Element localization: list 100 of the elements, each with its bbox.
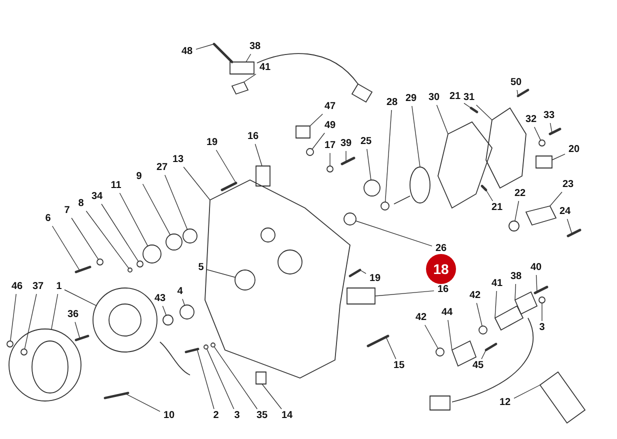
leader-line (86, 210, 130, 269)
leader-line (514, 384, 540, 399)
callout-number: 1 (56, 282, 62, 292)
bolt (534, 286, 548, 294)
leader-line (384, 110, 392, 202)
leader-line (481, 350, 486, 360)
leader-line (552, 154, 566, 160)
seal-ring (380, 202, 390, 210)
bushing (234, 270, 256, 290)
pipe-fitting (346, 288, 376, 304)
stud (20, 348, 28, 356)
callout-number: 21 (491, 203, 503, 213)
bolt (340, 156, 356, 166)
callout-number: 42 (415, 313, 427, 323)
callout-number: 39 (340, 139, 352, 149)
washer (538, 296, 546, 304)
callout-number: 5 (198, 263, 204, 273)
bearing (180, 304, 194, 320)
washer (204, 344, 208, 350)
callout-number: 30 (428, 93, 440, 103)
leader-line (74, 322, 80, 340)
o-ring (306, 148, 314, 156)
leader-line (64, 289, 97, 306)
pipe-fitting (536, 156, 552, 168)
leader-line (206, 269, 236, 278)
bolt (366, 334, 390, 348)
pipe-union (296, 126, 310, 138)
flange (231, 81, 249, 95)
nut (6, 340, 14, 348)
leader-line (119, 192, 148, 246)
callout-number: 44 (441, 308, 453, 318)
callout-badge: 18 (426, 254, 456, 284)
callout-number: 27 (156, 163, 168, 173)
callout-number: 26 (435, 244, 447, 254)
leader-line (182, 298, 186, 306)
callout-number: 42 (469, 291, 481, 301)
bolt (548, 128, 562, 136)
bolt (516, 88, 530, 98)
sensor-body (230, 62, 254, 74)
leader-line (386, 336, 396, 360)
leader-line (246, 54, 252, 62)
leader-line (206, 348, 234, 410)
callout-number: 40 (530, 263, 542, 273)
callout-number: 34 (91, 192, 103, 202)
callout-number: 3 (234, 411, 240, 421)
leader-line (142, 184, 171, 236)
leader-line (214, 346, 258, 410)
gasket (438, 121, 492, 209)
bolt (484, 342, 498, 352)
callout-number: 4 (177, 287, 183, 297)
leader-line (196, 44, 214, 50)
washer (96, 258, 104, 266)
callout-number: 49 (324, 121, 336, 131)
callout-number: 19 (206, 138, 218, 148)
leader-line (312, 132, 325, 150)
o-ring (436, 348, 444, 356)
leader-line (550, 122, 552, 134)
callout-number: 41 (259, 63, 271, 73)
washer (210, 342, 216, 348)
callout-number: 50 (510, 78, 522, 88)
tube (539, 371, 586, 424)
leader-line (262, 384, 282, 410)
callout-number: 22 (514, 189, 526, 199)
callout-number: 13 (172, 155, 184, 165)
leader-line (436, 104, 448, 134)
leader-line (366, 148, 372, 180)
spacer (256, 372, 266, 384)
leader-line (355, 220, 432, 246)
engine-cover (204, 180, 350, 378)
leader-line (183, 166, 210, 200)
leader-line (360, 270, 366, 274)
leader-line (534, 126, 542, 141)
bolt (348, 268, 362, 278)
bolt (184, 348, 200, 354)
leader-line (448, 320, 452, 350)
leader-line (310, 114, 323, 126)
callout-number: 6 (45, 214, 51, 224)
dowel-pin (470, 106, 478, 114)
callout-number: 36 (67, 310, 79, 320)
bearing (364, 180, 380, 196)
callout-number: 16 (247, 132, 259, 142)
leader-line (476, 302, 482, 326)
leader-line (24, 294, 37, 350)
callout-number: 48 (181, 47, 193, 57)
callout-number: 31 (463, 93, 475, 103)
leader-line (71, 218, 99, 260)
flywheel (8, 328, 82, 402)
leader-line (52, 226, 80, 272)
callout-number: 45 (472, 361, 484, 371)
callout-number: 20 (568, 145, 580, 155)
callout-number: 38 (249, 42, 261, 52)
flange (494, 305, 524, 331)
callout-number: 21 (449, 92, 461, 102)
leader-line (164, 174, 188, 230)
leader-line (566, 218, 572, 234)
leader-line (244, 74, 256, 82)
callout-number: 15 (393, 361, 405, 371)
leader-line (514, 200, 520, 222)
leader-line (254, 144, 262, 166)
leader-line (536, 274, 538, 292)
